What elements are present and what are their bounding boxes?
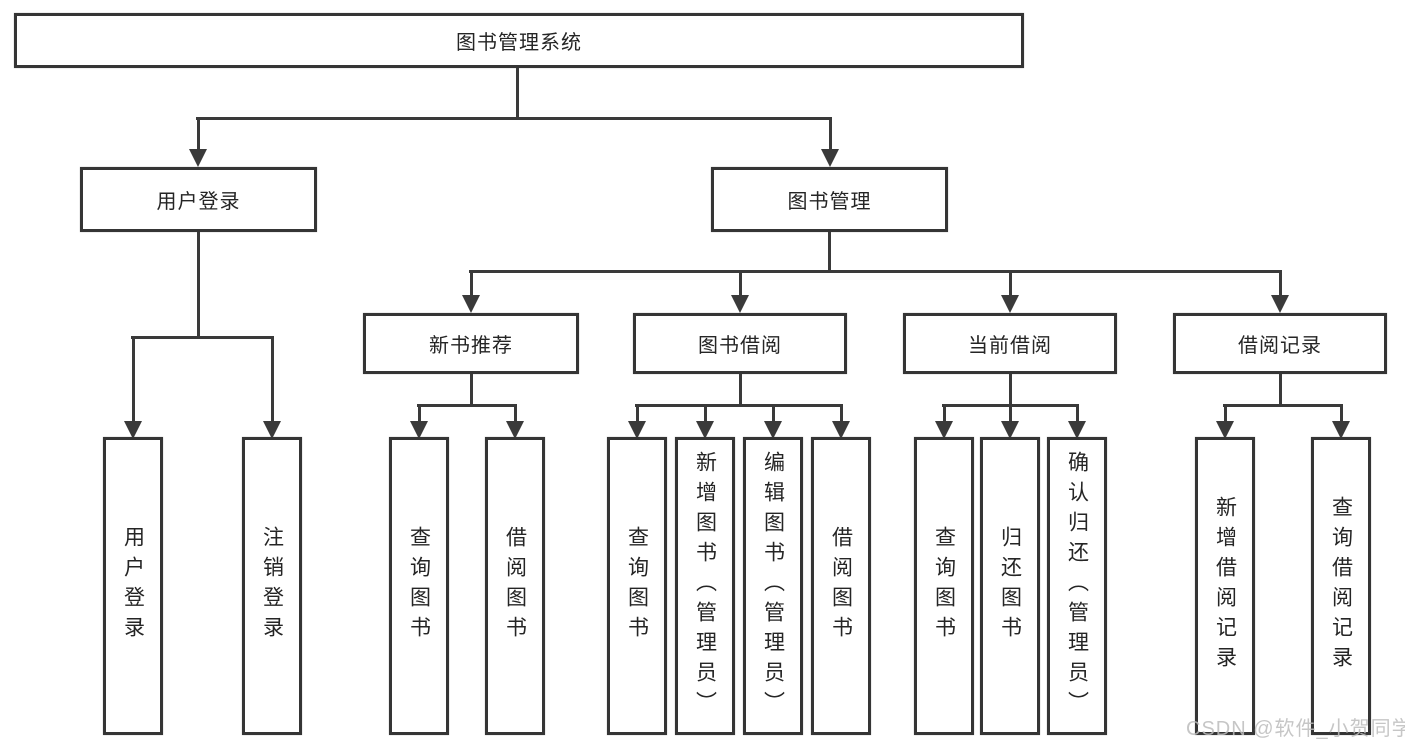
connector-leaf-shaft [772, 404, 775, 423]
node-root-label: 图书管理系统 [456, 32, 582, 54]
arrowhead-to-current-borrowing [1001, 295, 1019, 313]
connector-leaf-shaft [840, 404, 843, 423]
connector-to-leaf-logout-shaft [271, 336, 274, 423]
connector-leaf-shaft [418, 404, 421, 423]
arrowhead-to-leaf-logout [263, 421, 281, 439]
arrowhead-leaf [832, 421, 850, 439]
arrowhead-leaf [696, 421, 714, 439]
connector-user-login-vertical [197, 232, 200, 338]
leaf-add-borrow-record: 新增借阅记录 [1195, 437, 1255, 735]
connector-to-borrowing-records-shaft [1279, 270, 1282, 297]
connector-leaf-shaft [514, 404, 517, 423]
leaf-return-books: 归还图书 [980, 437, 1040, 735]
leaf-query-books-recommend-label: 查询图书 [407, 526, 431, 646]
node-current-borrowing: 当前借阅 [903, 313, 1117, 374]
connector-level1-horizontal [196, 117, 832, 120]
leaf-add-books-admin: 新增图书（管理员） [675, 437, 735, 735]
connector-leaf-shaft [636, 404, 639, 423]
arrowhead-leaf [1332, 421, 1350, 439]
csdn-watermark: CSDN @软件_小贺同学 [1186, 718, 1405, 740]
node-user-login-label: 用户登录 [156, 191, 241, 213]
leaf-borrow-books: 借阅图书 [811, 437, 871, 735]
arrowhead-to-new-book [462, 295, 480, 313]
connector-borrowing-records-horizontal [1223, 404, 1343, 407]
connector-root-vertical [516, 68, 519, 120]
connector-to-leaf-user-login-shaft [132, 336, 135, 423]
arrowhead-leaf [1216, 421, 1234, 439]
leaf-borrow-books-recommend: 借阅图书 [485, 437, 545, 735]
connector-to-book-management-shaft [829, 117, 832, 151]
arrowhead-leaf [1068, 421, 1086, 439]
arrowhead-leaf [628, 421, 646, 439]
connector-leaf-shaft [1340, 404, 1343, 423]
connector-to-user-login-shaft [197, 117, 200, 151]
connector-level2-horizontal [469, 270, 1282, 273]
arrowhead-to-borrowing-records [1271, 295, 1289, 313]
leaf-logout-label: 注销登录 [260, 526, 284, 646]
connector-book-management-vertical [828, 232, 831, 273]
leaf-user-login-label: 用户登录 [121, 526, 145, 646]
leaf-query-books-current-label: 查询图书 [932, 526, 956, 646]
node-user-login: 用户登录 [80, 167, 317, 232]
node-new-book-recommendation: 新书推荐 [363, 313, 579, 374]
leaf-add-books-admin-label: 新增图书（管理员） [693, 451, 717, 721]
leaf-query-borrow-record: 查询借阅记录 [1311, 437, 1371, 735]
arrowhead-to-book-management [821, 149, 839, 167]
leaf-borrow-books-label: 借阅图书 [829, 526, 853, 646]
node-book-management-label: 图书管理 [787, 191, 872, 213]
connector-to-new-book-shaft [470, 270, 473, 297]
node-book-management: 图书管理 [711, 167, 948, 232]
leaf-confirm-return-admin: 确认归还（管理员） [1047, 437, 1107, 735]
node-current-borrowing-label: 当前借阅 [968, 335, 1052, 357]
leaf-borrow-books-recommend-label: 借阅图书 [503, 526, 527, 646]
connector-to-current-borrowing-shaft [1009, 270, 1012, 297]
arrowhead-leaf [935, 421, 953, 439]
leaf-add-borrow-record-label: 新增借阅记录 [1213, 496, 1237, 676]
leaf-edit-books-admin-label: 编辑图书（管理员） [761, 451, 785, 721]
arrowhead-to-leaf-user-login [124, 421, 142, 439]
leaf-query-books-recommend: 查询图书 [389, 437, 449, 735]
leaf-logout: 注销登录 [242, 437, 302, 735]
arrowhead-leaf [506, 421, 524, 439]
node-book-borrowing-label: 图书借阅 [698, 335, 782, 357]
node-borrowing-records: 借阅记录 [1173, 313, 1387, 374]
leaf-query-books-borrowing: 查询图书 [607, 437, 667, 735]
node-book-borrowing: 图书借阅 [633, 313, 847, 374]
connector-leaf-shaft [704, 404, 707, 423]
leaf-query-borrow-record-label: 查询借阅记录 [1329, 496, 1353, 676]
connector-leaf-shaft [1224, 404, 1227, 423]
node-new-book-recommendation-label: 新书推荐 [429, 335, 513, 357]
arrowhead-leaf [1001, 421, 1019, 439]
connector-current-borrowing-vertical [1009, 374, 1012, 406]
connector-book-borrowing-vertical [739, 374, 742, 406]
connector-leaf-shaft [1009, 404, 1012, 423]
arrowhead-leaf [764, 421, 782, 439]
leaf-edit-books-admin: 编辑图书（管理员） [743, 437, 803, 735]
node-root: 图书管理系统 [14, 13, 1024, 68]
leaf-query-books-borrowing-label: 查询图书 [625, 526, 649, 646]
node-borrowing-records-label: 借阅记录 [1238, 335, 1322, 357]
connector-book-borrowing-horizontal [635, 404, 843, 407]
leaf-query-books-current: 查询图书 [914, 437, 974, 735]
connector-leaf-shaft [943, 404, 946, 423]
arrowhead-to-book-borrowing [731, 295, 749, 313]
leaf-user-login: 用户登录 [103, 437, 163, 735]
connector-user-login-horizontal [131, 336, 274, 339]
arrowhead-to-user-login [189, 149, 207, 167]
arrowhead-leaf [410, 421, 428, 439]
connector-new-book-horizontal [417, 404, 517, 407]
connector-to-book-borrowing-shaft [739, 270, 742, 297]
connector-new-book-vertical [470, 374, 473, 406]
leaf-return-books-label: 归还图书 [998, 526, 1022, 646]
connector-leaf-shaft [1076, 404, 1079, 423]
connector-borrowing-records-vertical [1279, 374, 1282, 406]
leaf-confirm-return-admin-label: 确认归还（管理员） [1065, 451, 1089, 721]
